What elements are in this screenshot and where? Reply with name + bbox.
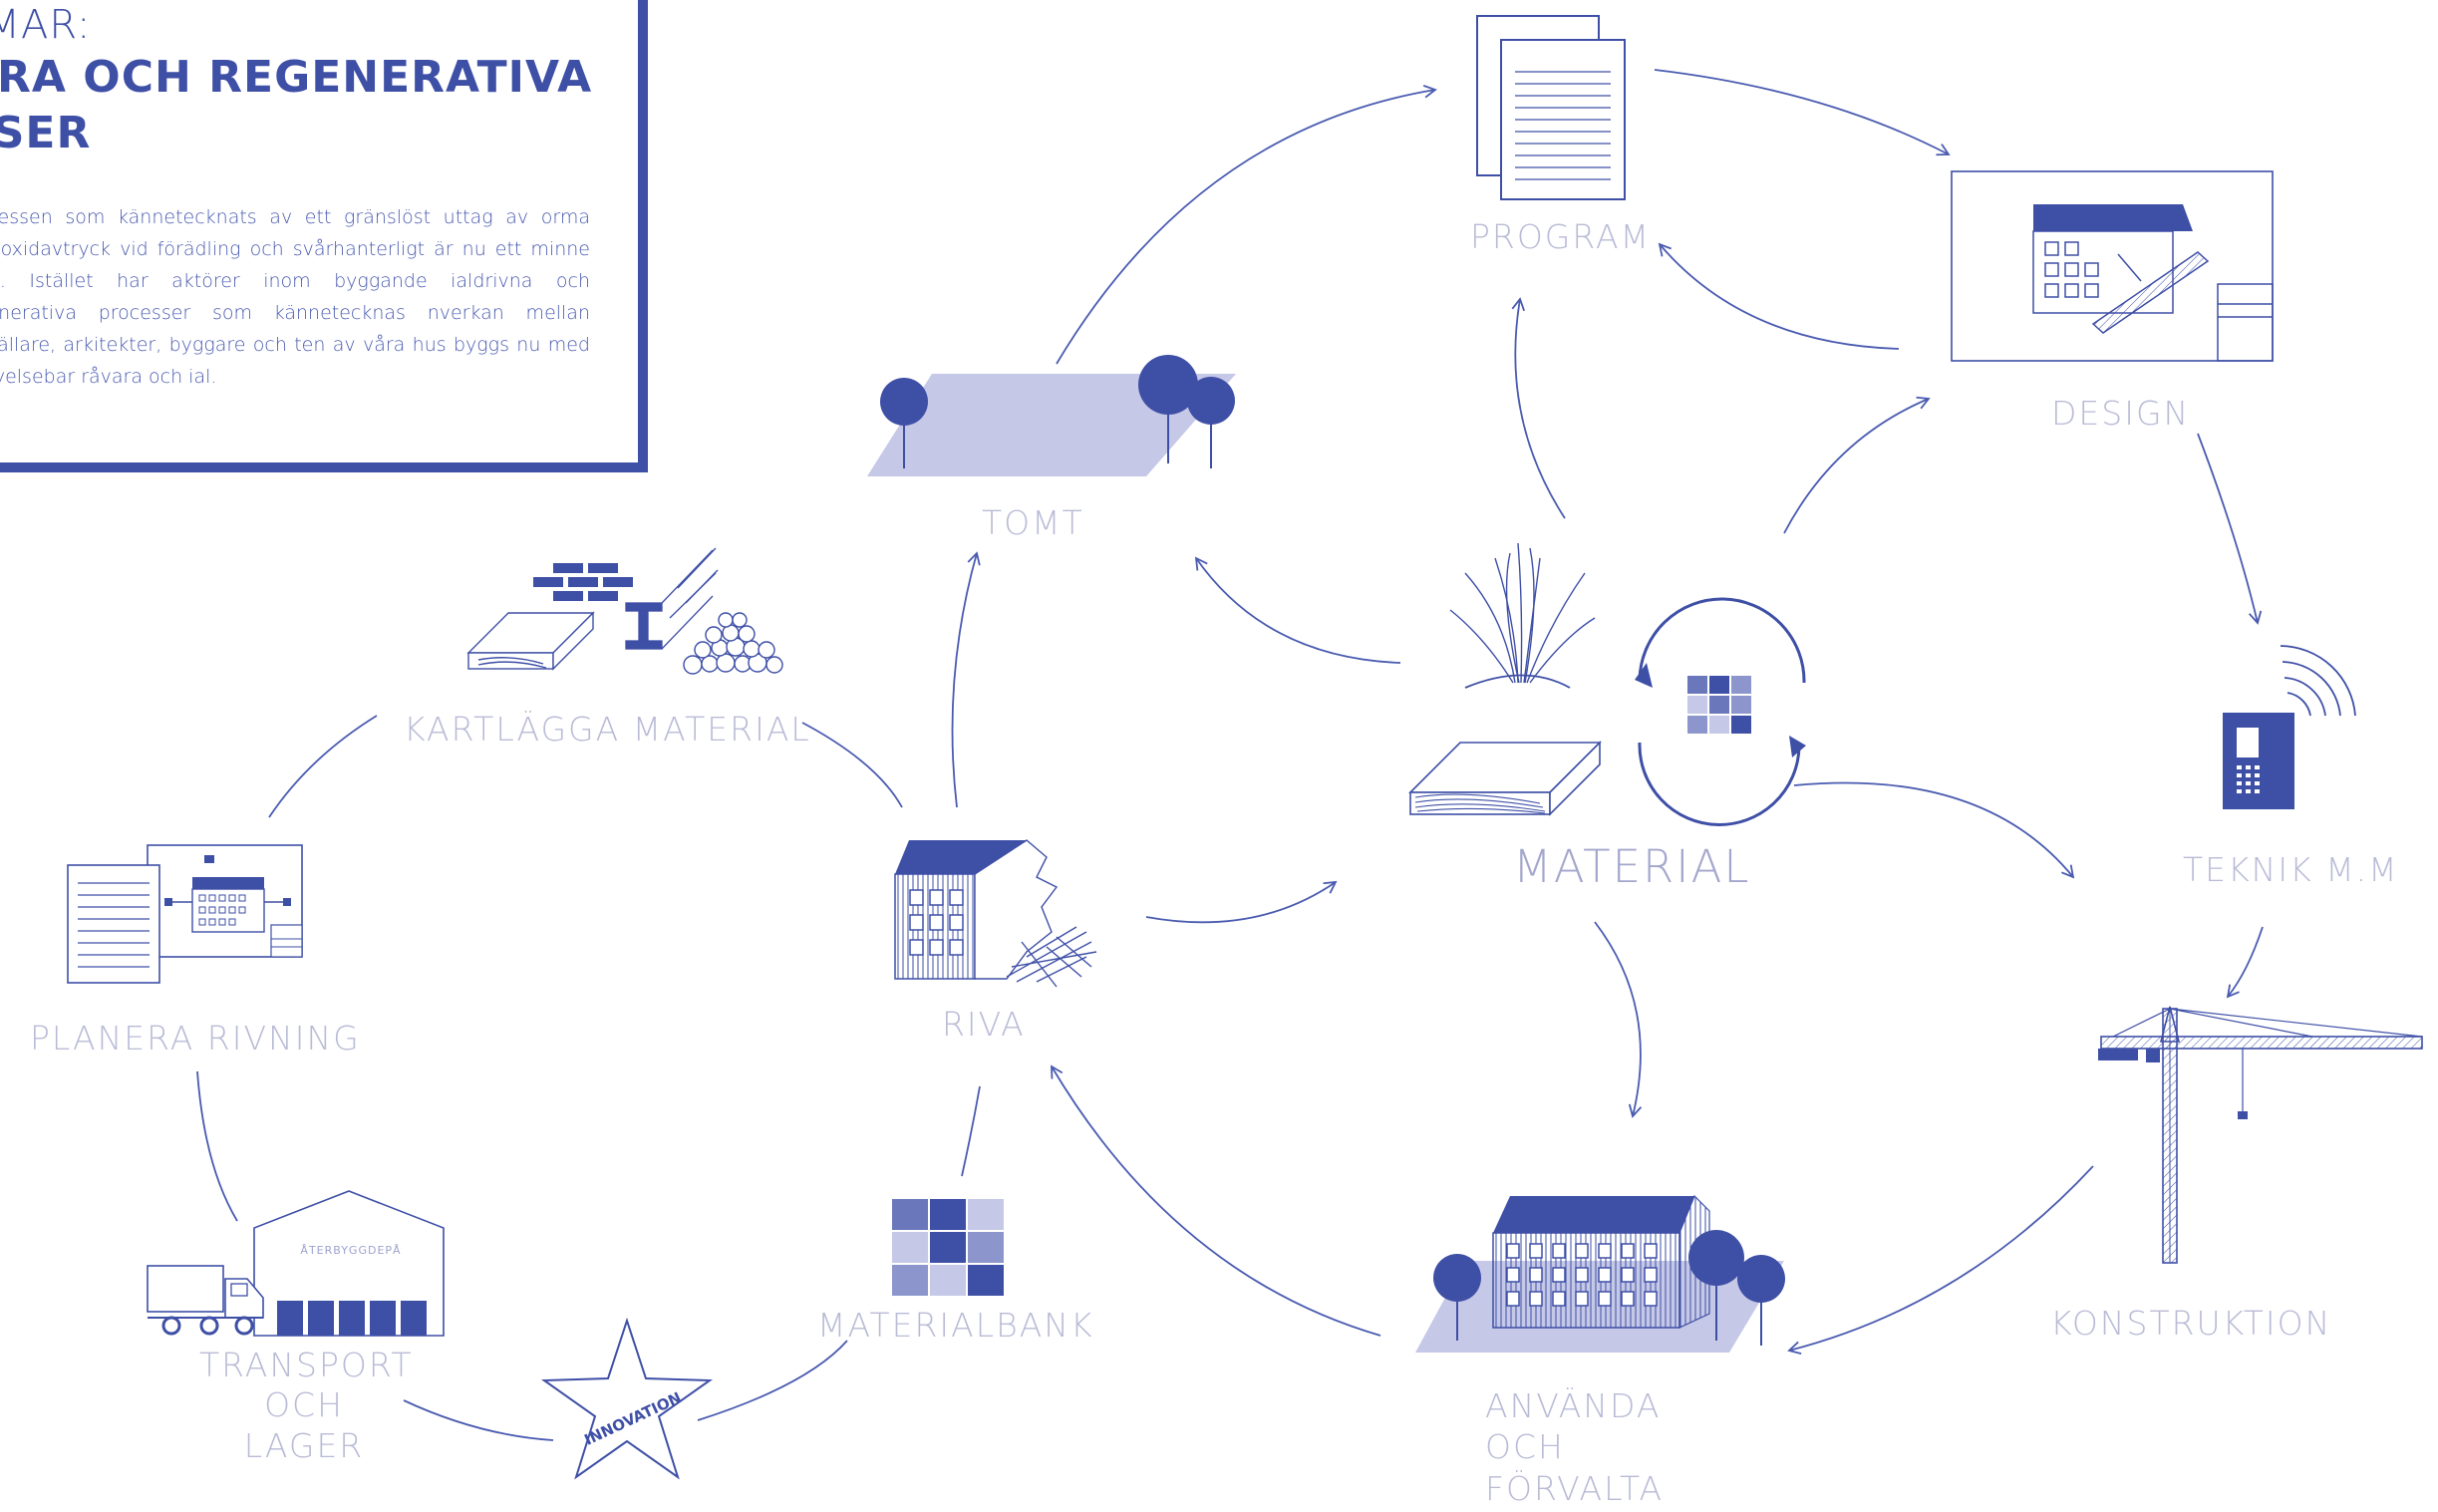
arrow-konstruktion-to-anvanda — [1787, 1165, 2094, 1355]
building-icon — [1415, 1194, 1785, 1353]
node-label-transport: TRANSPORT OCH LAGER — [199, 1346, 414, 1466]
node-label-material: MATERIAL — [1513, 840, 1751, 893]
demolition-plan-icon — [67, 844, 303, 984]
node-label-planera-rivning: PLANERA RIVNING — [30, 1019, 361, 1058]
anvanda-line-2: OCH — [1485, 1427, 1565, 1467]
arrow-teknik-to-konstruktion — [2226, 926, 2264, 999]
anvanda-line-1: ANVÄNDA — [1485, 1386, 1662, 1425]
innovation-star-icon: INNOVATION — [540, 1317, 714, 1480]
intro-kicker: MMAR: — [0, 2, 92, 48]
transport-line-2: OCH — [264, 1385, 344, 1425]
arrow-material-to-anvanda — [1594, 921, 1643, 1118]
node-label-materialbank: MATERIALBANK — [817, 1306, 1094, 1345]
arrow-design-to-teknik — [2197, 433, 2263, 625]
anvanda-line-3: FÖRVALTA — [1485, 1468, 1665, 1508]
arrow-riva-to-tomt — [951, 551, 981, 808]
node-label-tomt: TOMT — [982, 503, 1084, 542]
demolition-icon — [894, 839, 1097, 988]
node-label-teknik: TEKNIK M.M — [2183, 850, 2399, 889]
arrow-riva-to-material — [1145, 880, 1338, 924]
node-label-design: DESIGN — [2051, 394, 2191, 433]
node-label-konstruktion: KONSTRUKTION — [2050, 1304, 2332, 1343]
connector-kartlagga-planera — [268, 715, 378, 818]
crane-icon — [2098, 1006, 2423, 1264]
natural-material-icon — [1408, 542, 1602, 816]
transport-line-1: TRANSPORT — [199, 1346, 414, 1384]
arrow-material-to-design — [1783, 396, 1931, 534]
node-label-program: PROGRAM — [1470, 217, 1652, 256]
smart-device-icon — [2223, 645, 2356, 809]
intro-panel: MMAR: ÄRA OCH REGENERATIVA SSER processe… — [0, 0, 648, 472]
connector-materialbank-riva — [961, 1085, 981, 1177]
arrow-material-to-teknik — [1793, 781, 2075, 879]
arrow-design-to-program — [1658, 242, 1900, 350]
connector-transport-innovation — [403, 1399, 554, 1441]
node-label-kartlagga-material: KARTLÄGGA MATERIAL — [404, 710, 811, 749]
cycle-arrows-icon — [1635, 597, 1806, 826]
node-label-riva: RIVA — [942, 1005, 1026, 1044]
arrow-tomt-to-program — [1056, 85, 1437, 365]
arrow-material-to-tomt — [1194, 556, 1401, 664]
intro-title: ÄRA OCH REGENERATIVA SSER — [0, 52, 593, 158]
intro-body: processen som kännetecknats av ett gräns… — [0, 206, 590, 388]
node-label-anvanda: ANVÄNDA OCH FÖRVALTA — [1485, 1385, 1664, 1509]
warehouse-sign: ÅTERBYGGDEPÅ — [300, 1244, 401, 1257]
connector-innovation-materialbank — [697, 1340, 848, 1421]
truck-warehouse-icon: ÅTERBYGGDEPÅ — [147, 1190, 445, 1337]
connector-planera-transport — [196, 1070, 238, 1222]
documents-icon — [1476, 15, 1626, 200]
arrow-material-to-program — [1511, 297, 1566, 519]
transport-line-3: LAGER — [243, 1425, 365, 1465]
arrow-anvanda-to-riva — [1051, 1064, 1381, 1337]
materials-icon — [466, 547, 783, 675]
drawing-board-icon — [1951, 170, 2274, 362]
plot-icon — [867, 355, 1236, 476]
material-bank-icon — [892, 1199, 1004, 1296]
arrow-program-to-design — [1654, 69, 1951, 156]
connector-kartlagga-riva — [801, 722, 903, 808]
